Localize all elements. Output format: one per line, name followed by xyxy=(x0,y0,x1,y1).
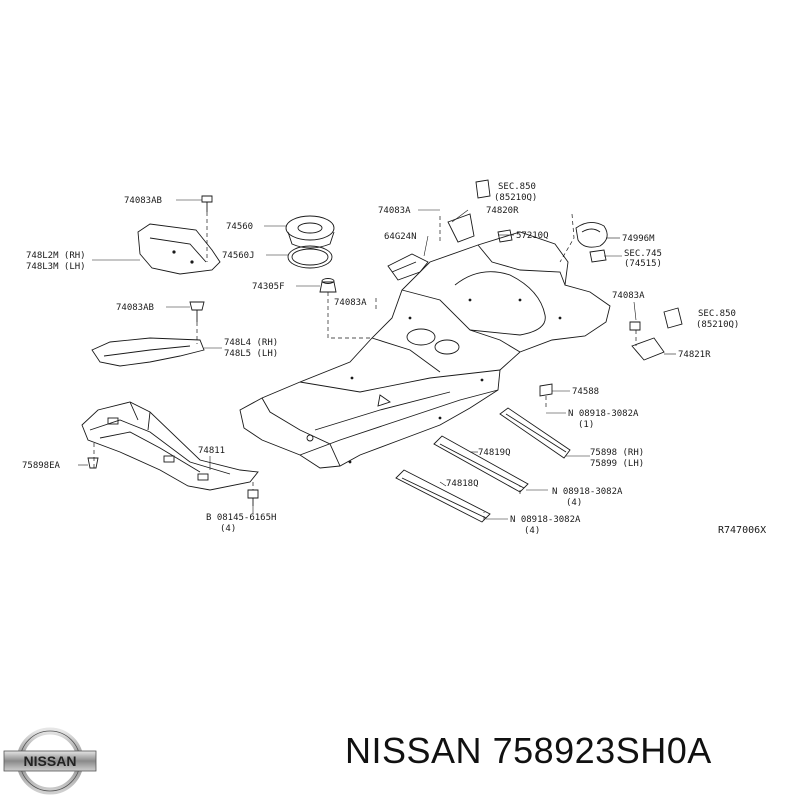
label-qty-4-left: (4) xyxy=(220,524,236,534)
label-74305F: 74305F xyxy=(252,282,285,292)
label-sec745: SEC.745 xyxy=(624,249,662,259)
nissan-logo: NISSAN xyxy=(3,727,97,795)
brand-name: NISSAN xyxy=(345,730,483,771)
strip-74819Q xyxy=(433,435,529,493)
bracket-74820R xyxy=(447,179,491,243)
label-74820R: 74820R xyxy=(486,206,519,216)
grommet-74305F xyxy=(319,278,337,293)
label-74560: 74560 xyxy=(226,222,253,232)
label-qty-1: (1) xyxy=(578,420,594,430)
label-sec850-top: SEC.850 xyxy=(498,182,536,192)
sec745-grommet xyxy=(589,249,607,263)
product-title: NISSAN 758923SH0A xyxy=(345,730,712,772)
label-64G24N: 64G24N xyxy=(384,232,417,242)
label-74083A-top: 74083A xyxy=(378,206,411,216)
label-75898: 75898 (RH) xyxy=(590,448,644,458)
label-qty-4-mid: (4) xyxy=(566,498,582,508)
label-sec850-right: SEC.850 xyxy=(698,309,736,319)
side-cover-748L2M xyxy=(137,223,221,275)
part-number: 758923SH0A xyxy=(492,730,712,771)
callout-labels: 74083AB 74560 74560J 74305F 748L2M (RH) … xyxy=(22,182,766,536)
label-85210Q-right: (85210Q) xyxy=(696,320,739,330)
label-74996M: 74996M xyxy=(622,234,655,244)
seal-74560 xyxy=(285,215,335,249)
nissan-logo-text: NISSAN xyxy=(24,753,77,769)
reference-code: R747006X xyxy=(718,525,766,536)
label-74083AB-mid: 74083AB xyxy=(116,303,154,313)
label-74811: 74811 xyxy=(198,446,225,456)
label-74515: (74515) xyxy=(624,259,662,269)
label-74560J: 74560J xyxy=(222,251,255,261)
leader-lines xyxy=(78,199,676,520)
label-08918-bottom: N 08918-3082A xyxy=(510,515,581,525)
side-cover-748L4 xyxy=(91,337,205,367)
label-74588: 74588 xyxy=(572,387,599,397)
label-08918-top: N 08918-3082A xyxy=(568,409,639,419)
label-75898EA: 75898EA xyxy=(22,461,61,471)
label-748L3M: 748L3M (LH) xyxy=(26,262,86,272)
clip-74083A-right xyxy=(629,321,641,331)
bracket-64G24N xyxy=(387,253,429,281)
strip-75898 xyxy=(499,407,571,459)
label-748L4: 748L4 (RH) xyxy=(224,338,278,348)
clip-57210Q xyxy=(497,229,513,243)
label-08145: B 08145-6165H xyxy=(206,513,276,523)
bolt-08145 xyxy=(247,489,259,506)
label-85210Q-top: (85210Q) xyxy=(494,193,537,203)
label-74083A-right: 74083A xyxy=(612,291,645,301)
label-74819Q: 74819Q xyxy=(478,448,511,458)
label-74818Q: 74818Q xyxy=(446,479,479,489)
label-74821R: 74821R xyxy=(678,350,711,360)
label-57210Q: 57210Q xyxy=(516,231,549,241)
seal-74996M xyxy=(575,222,608,248)
label-08918-mid: N 08918-3082A xyxy=(552,487,623,497)
label-75899: 75899 (LH) xyxy=(590,459,644,469)
strip-74818Q xyxy=(395,469,491,523)
seal-74560J xyxy=(287,245,333,269)
clip-74083AB-top xyxy=(201,195,213,212)
label-748L5: 748L5 (LH) xyxy=(224,349,278,359)
label-qty-4-bottom: (4) xyxy=(524,526,540,536)
label-74083AB-top: 74083AB xyxy=(124,196,162,206)
label-74083A-center: 74083A xyxy=(334,298,367,308)
dashed-assembly-lines xyxy=(93,212,637,520)
label-748L2M: 748L2M (RH) xyxy=(26,251,86,261)
main-floor-undercover xyxy=(239,231,611,469)
bracket-74821R xyxy=(631,307,683,361)
clip-75898EA xyxy=(87,457,99,469)
front-undercover-74811 xyxy=(81,401,259,491)
clip-74588 xyxy=(539,383,553,397)
clip-74083AB-mid xyxy=(189,301,205,322)
